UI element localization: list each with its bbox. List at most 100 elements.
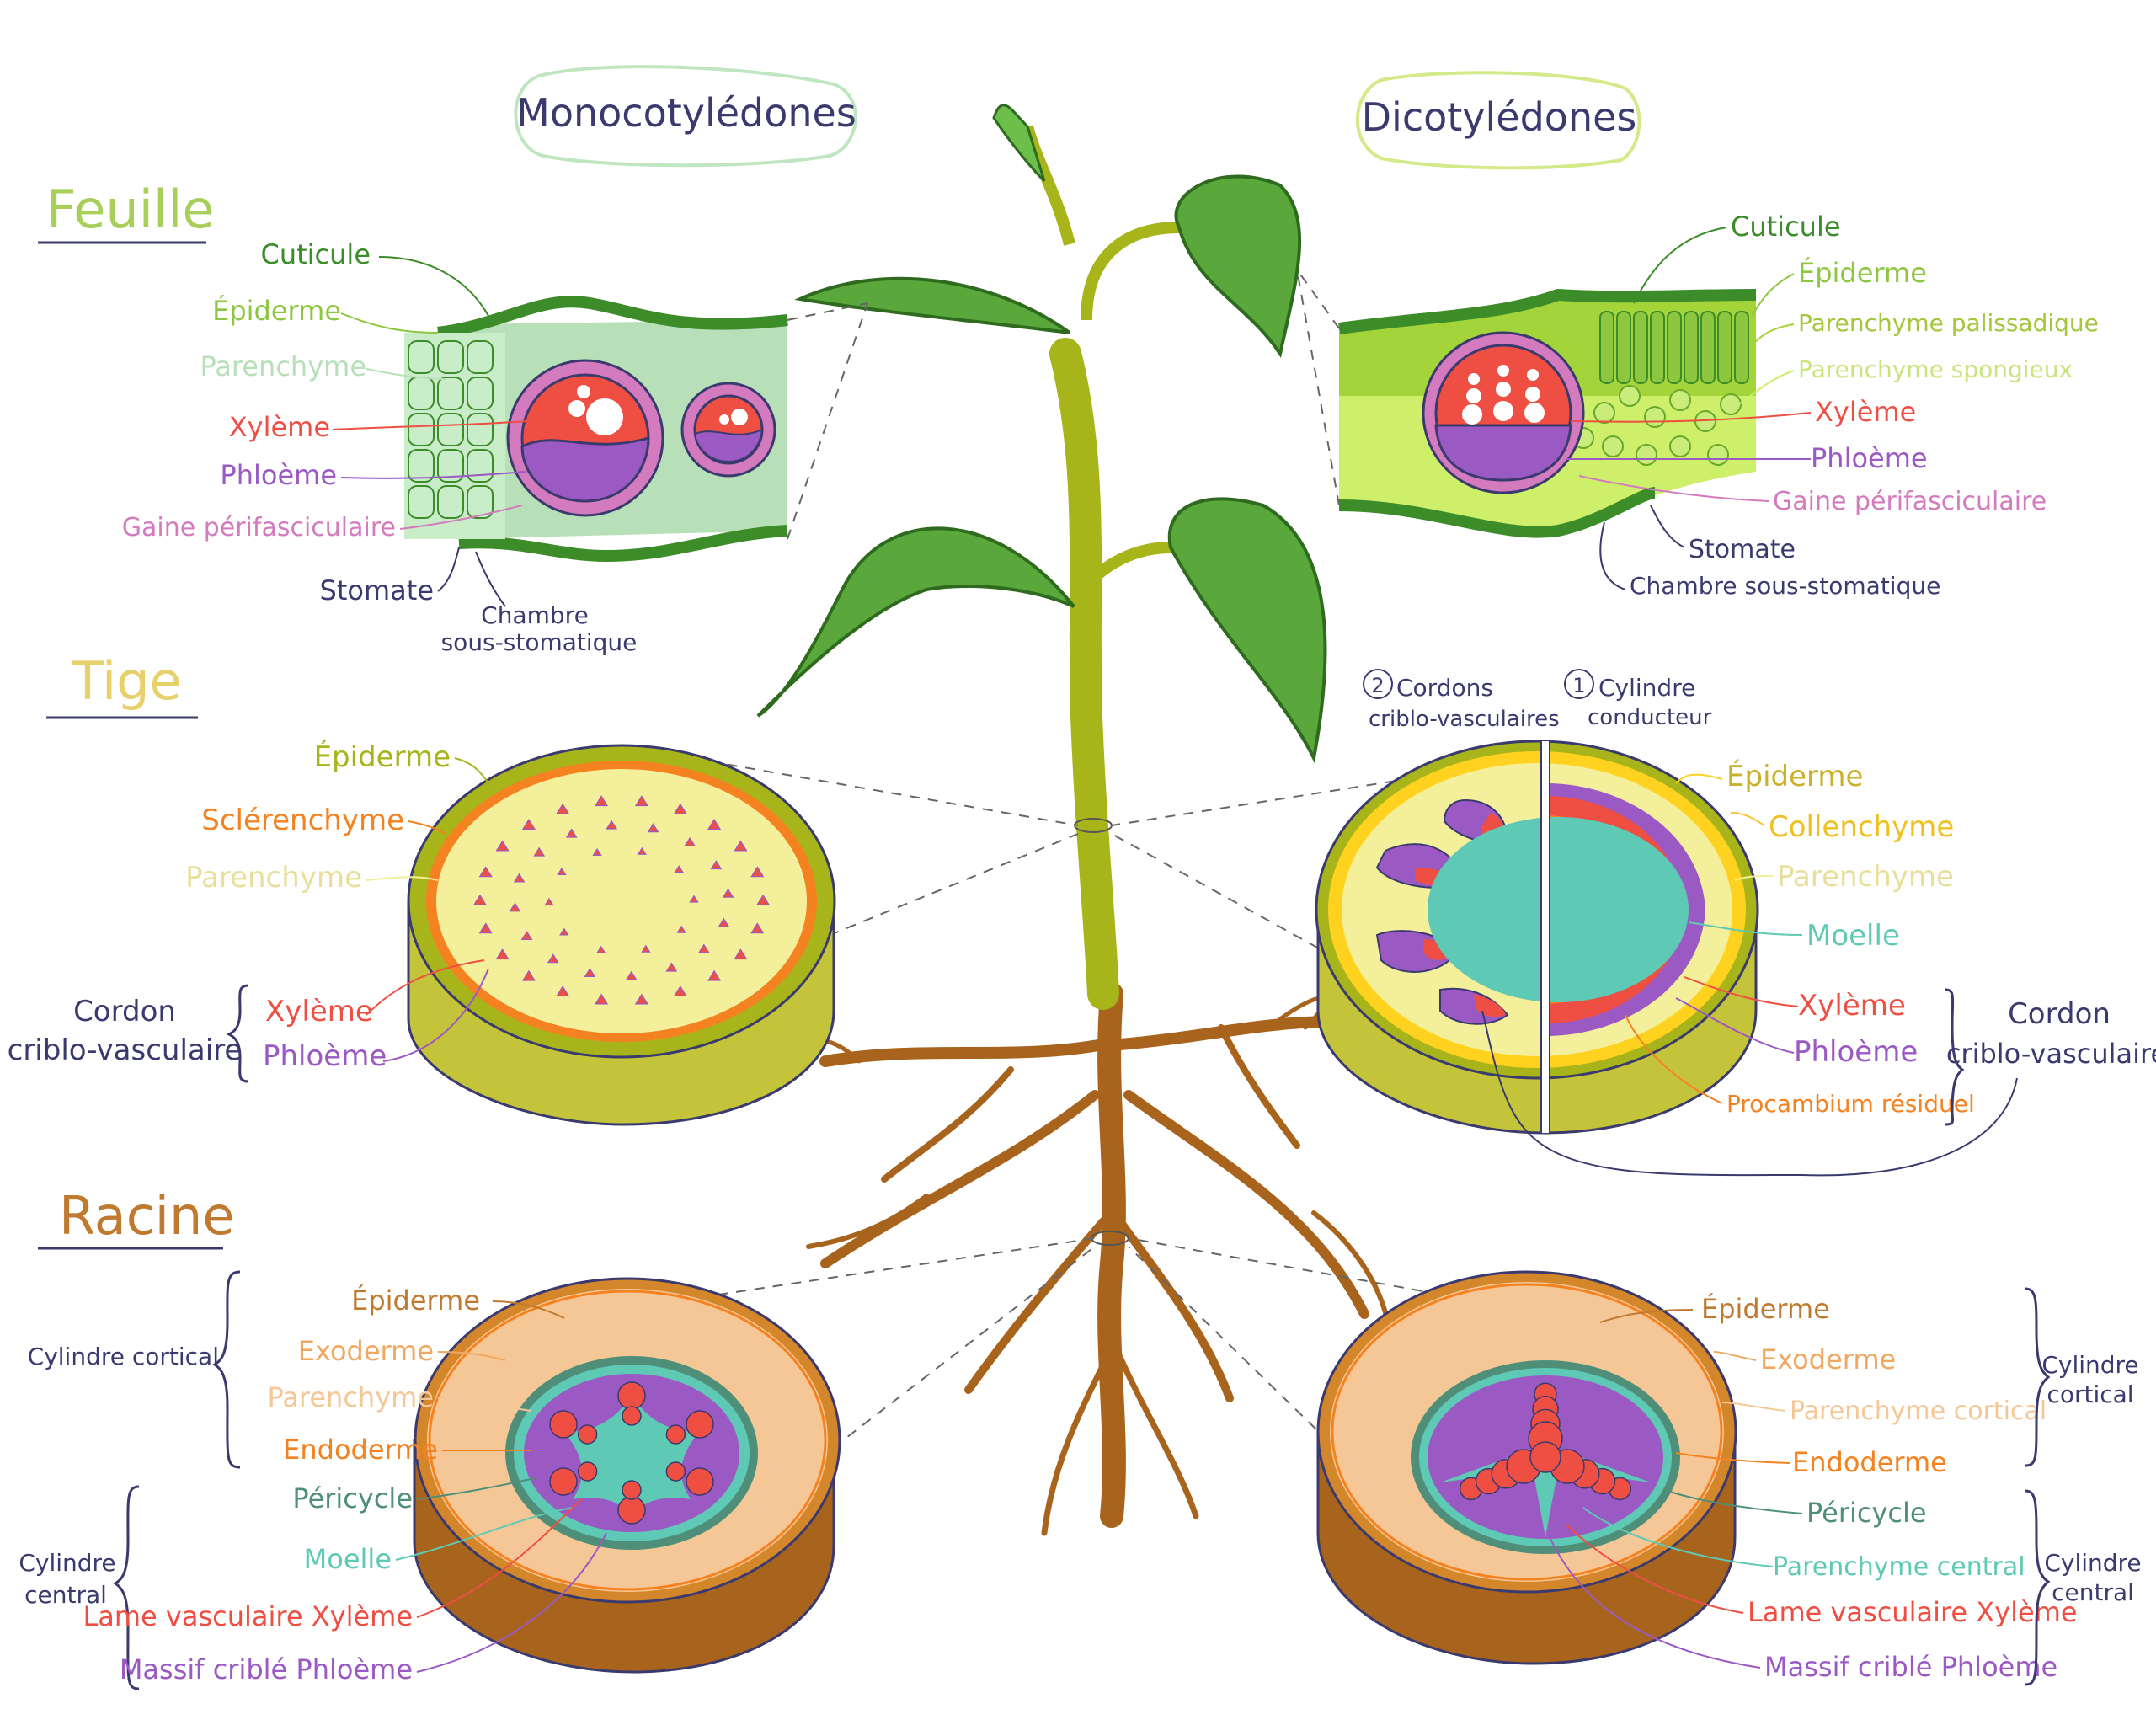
stem-mono-xyleme: Xylème <box>265 995 373 1028</box>
root-mono-xylem-vessel <box>665 1424 686 1445</box>
stem-mono-bundle <box>647 823 659 833</box>
stem-mono-bundle <box>710 860 723 870</box>
stem-dico-procambium: Procambium résiduel <box>1726 1090 1975 1118</box>
section-title-root: Racine <box>59 1185 234 1247</box>
stem-mono-bundle <box>665 962 678 972</box>
leaf-mono-xyleme: Xylème <box>229 411 330 443</box>
stem-mono-bundle <box>584 967 596 977</box>
root-mono-moelle-star <box>564 1394 699 1516</box>
leaf-dico-cuticule: Cuticule <box>1731 211 1841 243</box>
root-mono-xylem <box>549 1381 714 1525</box>
leaf-mono-phloeme: Phloème <box>220 459 337 491</box>
root-dico-pericycle: Péricycle <box>1806 1497 1927 1529</box>
leaf-dico-chambre: Chambre sous-stomatique <box>1630 572 1940 600</box>
leaf-dico-top-epidermis <box>1338 288 1757 334</box>
leaf-mono-gaine: Gaine périfasciculaire <box>122 513 396 542</box>
stem-mono-epiderme: Épiderme <box>314 740 451 774</box>
stem-mono-bundle <box>637 846 647 855</box>
root-mono-lame: Lame vasculaire Xylème <box>83 1600 413 1632</box>
root-dico-exoderme: Exoderme <box>1760 1343 1896 1375</box>
root-dico-brace-cortical <box>2025 1287 2051 1467</box>
leaf-dico-bundle <box>1422 331 1585 494</box>
stem-mono-bundle <box>521 969 536 981</box>
stem-mono-bundle <box>734 948 748 960</box>
stem-mono-parenchyme: Parenchyme <box>185 861 362 895</box>
root-mono-brace-central <box>113 1485 140 1690</box>
stem-dico-parenchyme: Parenchyme <box>1777 860 1954 894</box>
root-dico-leaders <box>1549 1309 1803 1669</box>
stem-mono-section <box>407 744 836 1126</box>
root-mono-xylem-vessel <box>577 1461 598 1482</box>
leaf-mono-chambre-2: sous-stomatique <box>441 628 638 656</box>
stem-mono-bundle <box>634 795 649 807</box>
stem-mono-bundle <box>521 819 536 830</box>
stem-mono-cordon-2: criblo-vasculaire <box>8 1033 243 1067</box>
leaf-mono-epiderme: Épiderme <box>212 295 341 327</box>
root-dico-lame: Lame vasculaire Xylème <box>1748 1596 2078 1628</box>
stem-mono-bundle <box>606 820 618 830</box>
stem-dico-cylindre-1: Cylindre <box>1598 674 1695 702</box>
leaf-dico-section <box>1338 288 1757 538</box>
lower-branch <box>1077 542 1171 594</box>
stem-mono-bundle <box>594 795 609 807</box>
stem-dico-moelle <box>1428 817 1689 1002</box>
leaf-upper-left <box>794 276 1071 334</box>
num-1: 1 <box>1572 674 1585 697</box>
root-mono-endoderme: Endoderme <box>283 1434 438 1466</box>
leaf-apex <box>992 104 1046 183</box>
stem-dico-cordons-2: criblo-vasculaires <box>1369 707 1560 732</box>
root-mono-xylem-vessel <box>665 1461 686 1482</box>
leaf-lower-right <box>1167 497 1327 764</box>
stem-dico-moelle-label: Moelle <box>1806 919 1900 953</box>
root-mono-massif: Massif criblé Phloème <box>120 1653 413 1685</box>
stem-mono-bundle <box>592 847 602 856</box>
stem-dico-top-labels: 2 Cordons criblo-vasculaires 1 Cylindre … <box>1363 669 1712 732</box>
root-mono-exoderme: Exoderme <box>298 1335 434 1367</box>
stem-mono-bundle <box>495 840 510 852</box>
header-mono-text: Monocotylédones <box>516 90 857 136</box>
stem-mono-bundle <box>533 846 546 857</box>
leaf-dico-stomate: Stomate <box>1689 535 1796 564</box>
root-dico-cyl-cortical-1: Cylindre <box>2041 1351 2138 1379</box>
stem-mono-bundle <box>707 969 722 981</box>
root-mono-cyl-central-1: Cylindre <box>19 1549 115 1577</box>
root-dico-brace-central <box>2025 1489 2051 1686</box>
stem-mono-bundle <box>556 985 570 996</box>
stem-mono-bundle <box>472 894 487 905</box>
stem-mono-bundle <box>676 925 686 933</box>
root-mono-xylem-vessel <box>577 1424 598 1445</box>
root-mono-xylem-vessel <box>549 1410 578 1439</box>
root-mono-xylem-vessel <box>686 1410 714 1439</box>
stem-mono-bundle <box>520 931 533 941</box>
root-dico-section <box>1316 1270 1737 1665</box>
section-title-stem: Tige <box>71 650 182 712</box>
stem-mono-bundle <box>557 867 567 875</box>
stem-mono-bundle <box>544 897 554 906</box>
leaf-dico-bottom-epidermis <box>1338 487 1657 538</box>
root-dico-endoderme: Endoderme <box>1792 1446 1947 1478</box>
upper-branch <box>1081 222 1180 321</box>
plant <box>756 104 1392 1536</box>
root-mono-section <box>413 1277 841 1674</box>
stem-mono-bundle <box>718 917 730 927</box>
header-dico-text: Dicotylédones <box>1362 94 1637 140</box>
leaf-dico-leaders <box>1566 227 1812 590</box>
leaf-mono-cells <box>408 340 494 519</box>
stem-dico-cordon-2: criblo-vasculaire <box>1946 1038 2156 1070</box>
stem-mono-bundle <box>565 828 578 838</box>
root-mono-xylem-vessel <box>622 1406 642 1426</box>
stem-mono-bundle <box>547 953 559 964</box>
stem-mono-bundle <box>559 927 569 936</box>
stem-mono-bundle <box>750 866 765 878</box>
root-mono-cyl-central-2: central <box>24 1581 107 1609</box>
stem-mono-bundle <box>594 993 609 1005</box>
root-dico-cyl-central-1: Cylindre <box>2044 1549 2141 1577</box>
stem-mono-bundle <box>689 895 699 903</box>
root-dico-xylem-center <box>1529 1441 1561 1473</box>
leaf-dico-gaine: Gaine périfasciculaire <box>1773 487 2047 516</box>
stem-mono-bundle <box>478 866 493 878</box>
stem-dico-collenchyme: Collenchyme <box>1769 810 1954 844</box>
leaf-dico-phloeme: Phloème <box>1811 442 1928 474</box>
leaf-mono-bundle-large <box>506 359 664 517</box>
stem-dico-epiderme: Épiderme <box>1726 759 1863 793</box>
